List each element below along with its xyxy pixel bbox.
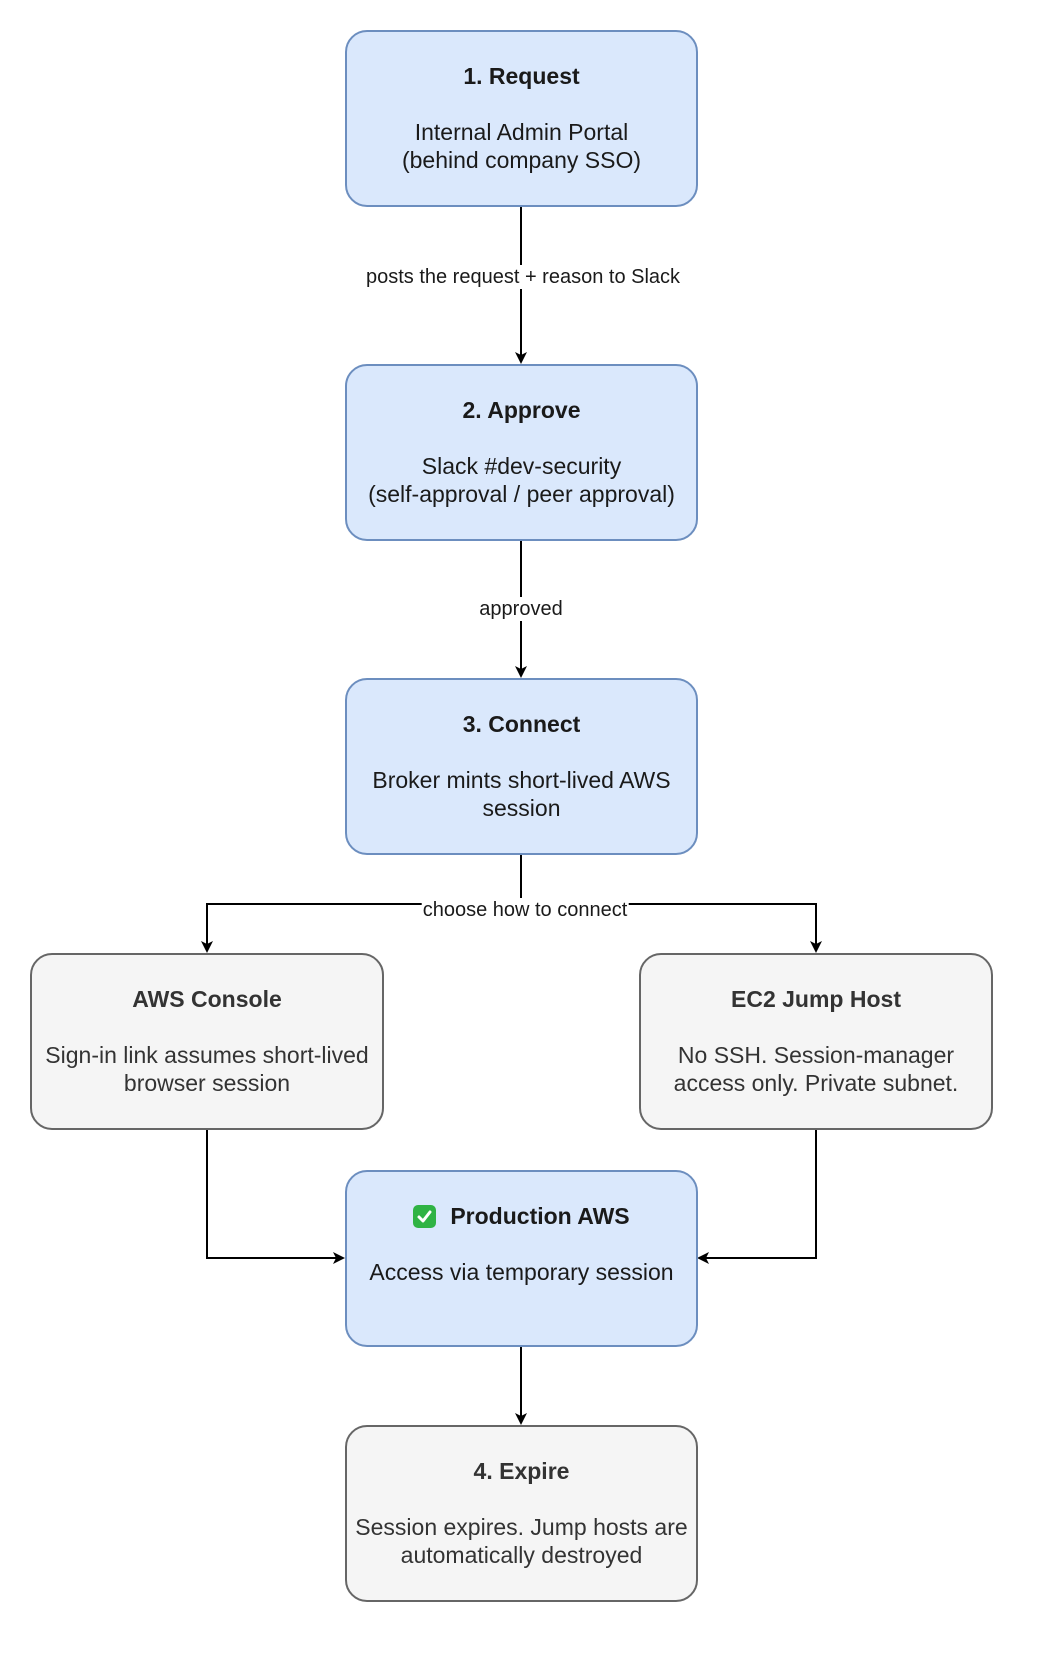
node-production: Production AWS Access via temporary sess… [345,1170,698,1347]
node-request: 1. Request Internal Admin Portal (behind… [345,30,698,207]
edge-jump-host-to-production [697,1130,817,1264]
edge-label-connect-split: choose how to connect [421,898,629,922]
node-jump-host-body: No SSH. Session-manager access only. Pri… [673,1042,959,1096]
node-aws-console: AWS Console Sign-in link assumes short-l… [30,953,384,1130]
node-connect: 3. Connect Broker mints short-lived AWS … [345,678,698,855]
node-request-title: 1. Request [463,63,580,89]
check-mark-icon [413,1204,437,1228]
node-connect-body: Broker mints short-lived AWS session [372,767,671,821]
edge-label-request-to-approve: posts the request + reason to Slack [364,265,682,289]
node-expire-body: Session expires. Jump hosts are automati… [355,1514,688,1568]
node-request-body: Internal Admin Portal (behind company SS… [401,119,642,173]
node-aws-console-body: Sign-in link assumes short-lived browser… [45,1042,369,1096]
node-jump-host: EC2 Jump Host No SSH. Session-manager ac… [639,953,993,1130]
node-jump-host-title: EC2 Jump Host [731,986,901,1012]
edge-connect-to-aws-console [201,903,521,953]
node-approve-body: Slack #dev-security (self-approval / pee… [368,453,675,507]
node-approve: 2. Approve Slack #dev-security (self-app… [345,364,698,541]
node-production-body: Access via temporary session [369,1259,674,1285]
edge-aws-console-to-production [206,1130,345,1264]
node-production-heading: Production AWS [413,1202,630,1230]
node-aws-console-title: AWS Console [132,986,282,1012]
node-production-title: Production AWS [450,1203,630,1229]
node-expire: 4. Expire Session expires. Jump hosts ar… [345,1425,698,1602]
node-approve-title: 2. Approve [462,397,581,423]
edge-label-approve-to-connect: approved [478,597,564,621]
node-expire-title: 4. Expire [473,1458,570,1484]
node-connect-title: 3. Connect [462,711,581,737]
